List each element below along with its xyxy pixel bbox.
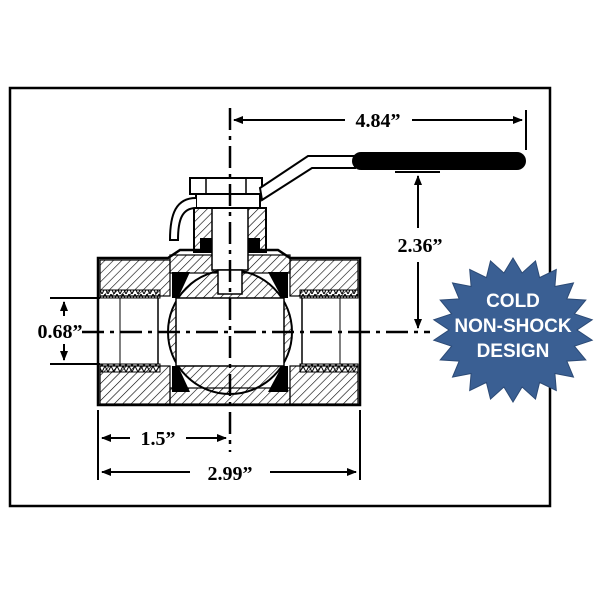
dim-bore: 0.68” (38, 297, 100, 365)
seats (172, 272, 288, 392)
dim-overall-length: 2.99” (101, 410, 361, 485)
badge-line-1: COLD (486, 291, 540, 312)
handle-length-label: 4.84” (356, 110, 401, 132)
bore-label: 0.68” (38, 321, 83, 343)
handle (168, 152, 526, 241)
overall-length-label: 2.99” (208, 463, 253, 485)
valve-body (96, 248, 362, 407)
dim-half-length: 1.5” (97, 410, 227, 480)
half-length-label: 1.5” (141, 428, 176, 450)
dim-height: 2.36” (395, 171, 443, 329)
cold-non-shock-badge: COLD NON-SHOCK DESIGN (432, 257, 594, 403)
starburst-shape (432, 257, 594, 403)
height-label: 2.36” (398, 235, 443, 257)
dim-handle-length: 4.84” (233, 110, 527, 150)
badge-line-3: DESIGN (477, 341, 550, 362)
badge-line-2: NON-SHOCK (454, 316, 571, 337)
